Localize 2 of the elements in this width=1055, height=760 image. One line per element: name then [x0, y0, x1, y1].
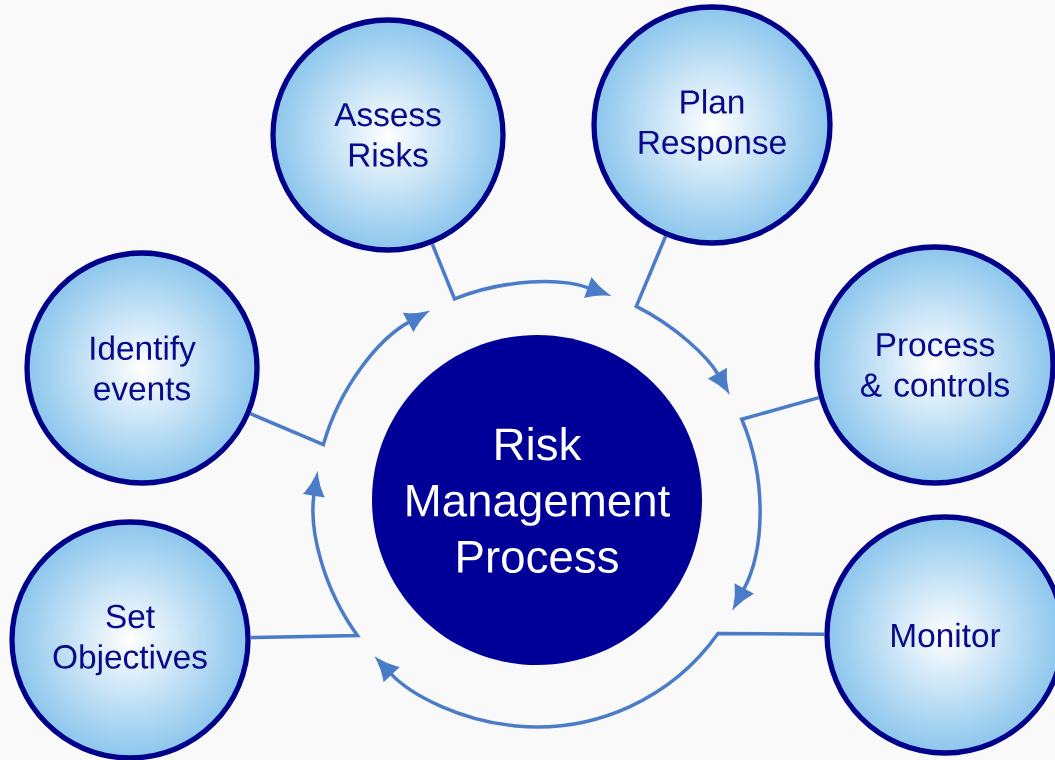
- cycle-arrow: [249, 311, 427, 447]
- cycle-arrow: [377, 631, 825, 729]
